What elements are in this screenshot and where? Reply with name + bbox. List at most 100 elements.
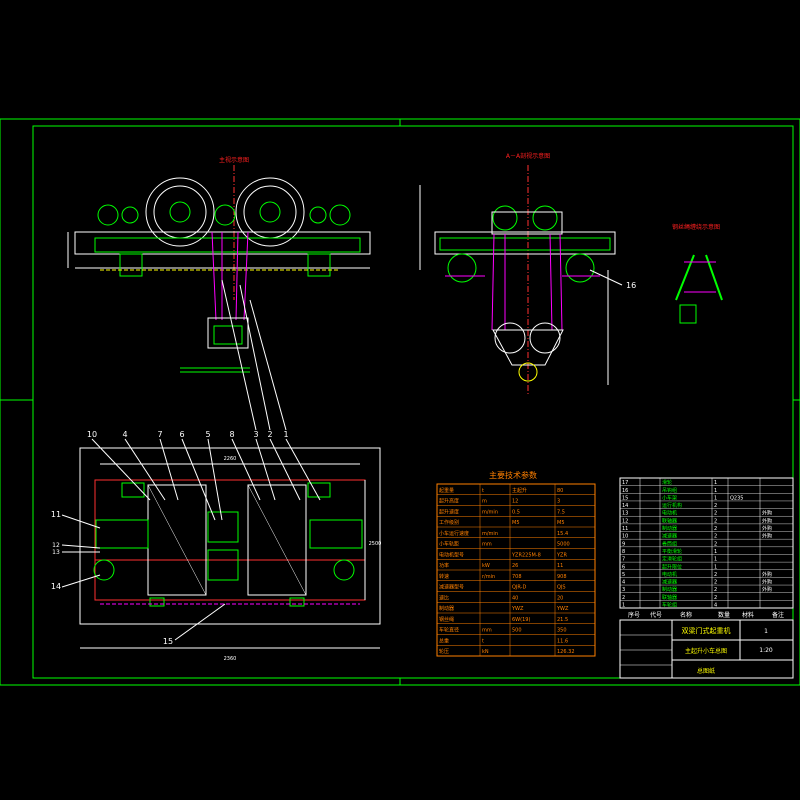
balloon-top-7: 3: [253, 430, 258, 439]
balloon-side-2: 12: [52, 542, 60, 549]
params-cell: 起升高度: [439, 498, 459, 505]
bom-header: 序号 代号 名称 数量 材料 备注: [620, 607, 793, 619]
balloon-top-9: 1: [283, 430, 288, 439]
bom-cell: 6: [622, 564, 625, 570]
bom-cell: 1: [714, 557, 717, 563]
params-cell: 80: [557, 488, 563, 494]
section-title: A－A剖视示意图: [506, 152, 550, 160]
bom-cell: 4: [714, 603, 717, 609]
balloon-top-2: 4: [122, 430, 127, 439]
title-scale: 1:20: [759, 647, 773, 654]
bom-cell: 8: [622, 549, 625, 555]
params-cell: 20: [557, 595, 563, 601]
params-table-title: 主要技术参数: [489, 470, 537, 480]
balloon-top-6: 8: [229, 430, 234, 439]
bom-cell: 9: [622, 541, 625, 547]
params-cell: 21.5: [557, 617, 568, 623]
label-16: 16: [626, 281, 636, 290]
params-cell: 40: [512, 595, 518, 601]
params-cell: m/min: [482, 509, 498, 515]
bom-cell: 平衡滑轮: [662, 548, 682, 555]
title-block: 双梁门式起重机 主起升小车总图 1:20 1 总图纸: [619, 619, 794, 679]
balloon-top-5: 5: [205, 430, 210, 439]
bom-cell: 联轴器: [662, 594, 677, 601]
bom-cell: 13: [622, 511, 628, 517]
bom-cell: Q235: [730, 495, 743, 501]
bom-cell: 1: [714, 495, 717, 501]
bom-header-code: 代号: [650, 611, 662, 619]
params-cell: 小车轨距: [439, 541, 459, 548]
params-cell: t: [482, 488, 484, 494]
params-cell: 转速: [439, 573, 449, 580]
bom-cell: 吊钩组: [662, 487, 677, 494]
params-cell: 15.4: [557, 531, 568, 537]
bom-header-qty: 数量: [718, 611, 730, 619]
params-cell: YWZ: [511, 606, 524, 612]
params-cell: 350: [557, 628, 567, 634]
params-cell: M5: [557, 520, 565, 526]
bom-cell: 17: [622, 480, 628, 486]
balloon-side-4: 14: [51, 582, 61, 591]
balloon-top-8: 2: [267, 430, 272, 439]
balloon-top-3: 7: [157, 430, 162, 439]
bom-header-material: 材料: [742, 611, 754, 619]
bom-cell: 3: [622, 587, 625, 593]
params-cell: 工作级别: [439, 519, 459, 526]
bom-cell: 2: [714, 503, 717, 509]
bom-cell: 2: [714, 572, 717, 578]
bom-cell: 外购: [762, 533, 772, 540]
bom-cell: 14: [622, 503, 628, 509]
params-cell: r/min: [482, 574, 495, 580]
bom-cell: 4: [622, 580, 625, 586]
bom-header-note: 备注: [772, 611, 784, 619]
title-drawing-name: 主起升小车总图: [685, 647, 727, 655]
params-cell: kN: [482, 649, 489, 655]
params-cell: 6W(19): [512, 617, 530, 623]
bom-cell: 15: [622, 495, 628, 501]
bom-cell: 1: [714, 488, 717, 494]
bom-cell: 2: [714, 595, 717, 601]
bom-cell: 外购: [762, 510, 772, 517]
balloon-bottom: 15: [163, 637, 173, 646]
bom-cell: 制动器: [662, 586, 677, 593]
dim-label-width: 2360: [224, 656, 237, 662]
bom-cell: 车轮组: [662, 602, 677, 609]
params-cell: 126.32: [557, 649, 575, 655]
params-cell: 908: [557, 574, 567, 580]
bom-cell: 外购: [762, 586, 772, 593]
params-cell: 制动器: [439, 605, 454, 612]
plan-view: 2360 2260 2500: [79, 447, 382, 662]
params-cell: 3: [557, 499, 560, 505]
params-cell: 26: [512, 563, 518, 569]
bom-cell: 制动器: [662, 525, 677, 532]
bom-cell: 2: [714, 518, 717, 524]
params-cell: 11: [557, 563, 563, 569]
drum-right-plan: [247, 484, 307, 596]
bom-cell: 2: [714, 580, 717, 586]
bom-cell: 外购: [762, 517, 772, 524]
bom-cell: 16: [622, 488, 628, 494]
dim-label-height: 2500: [369, 541, 382, 547]
title-company: 总图纸: [697, 667, 715, 675]
bom-cell: 滑轮: [662, 479, 672, 486]
bom-cell: 1: [714, 564, 717, 570]
bom-cell: 5: [622, 572, 625, 578]
bom-cell: 2: [714, 534, 717, 540]
bom-cell: 起升限位: [662, 563, 682, 570]
params-cell: YWZ: [556, 606, 569, 612]
params-cell: 起升速度: [439, 508, 459, 515]
bom-cell: 7: [622, 557, 625, 563]
params-cell: 钢丝绳: [439, 616, 454, 623]
drawing-frame: [0, 118, 800, 686]
pulley-title: 钢丝绳缠绕示意图: [672, 223, 720, 231]
params-cell: QJS: [557, 585, 566, 591]
balloon-side-3: 13: [52, 549, 60, 556]
params-cell: 电动机型号: [439, 551, 464, 558]
params-cell: 速比: [439, 594, 449, 601]
params-cell: 0.5: [512, 509, 520, 515]
params-cell: 总重: [439, 637, 449, 644]
